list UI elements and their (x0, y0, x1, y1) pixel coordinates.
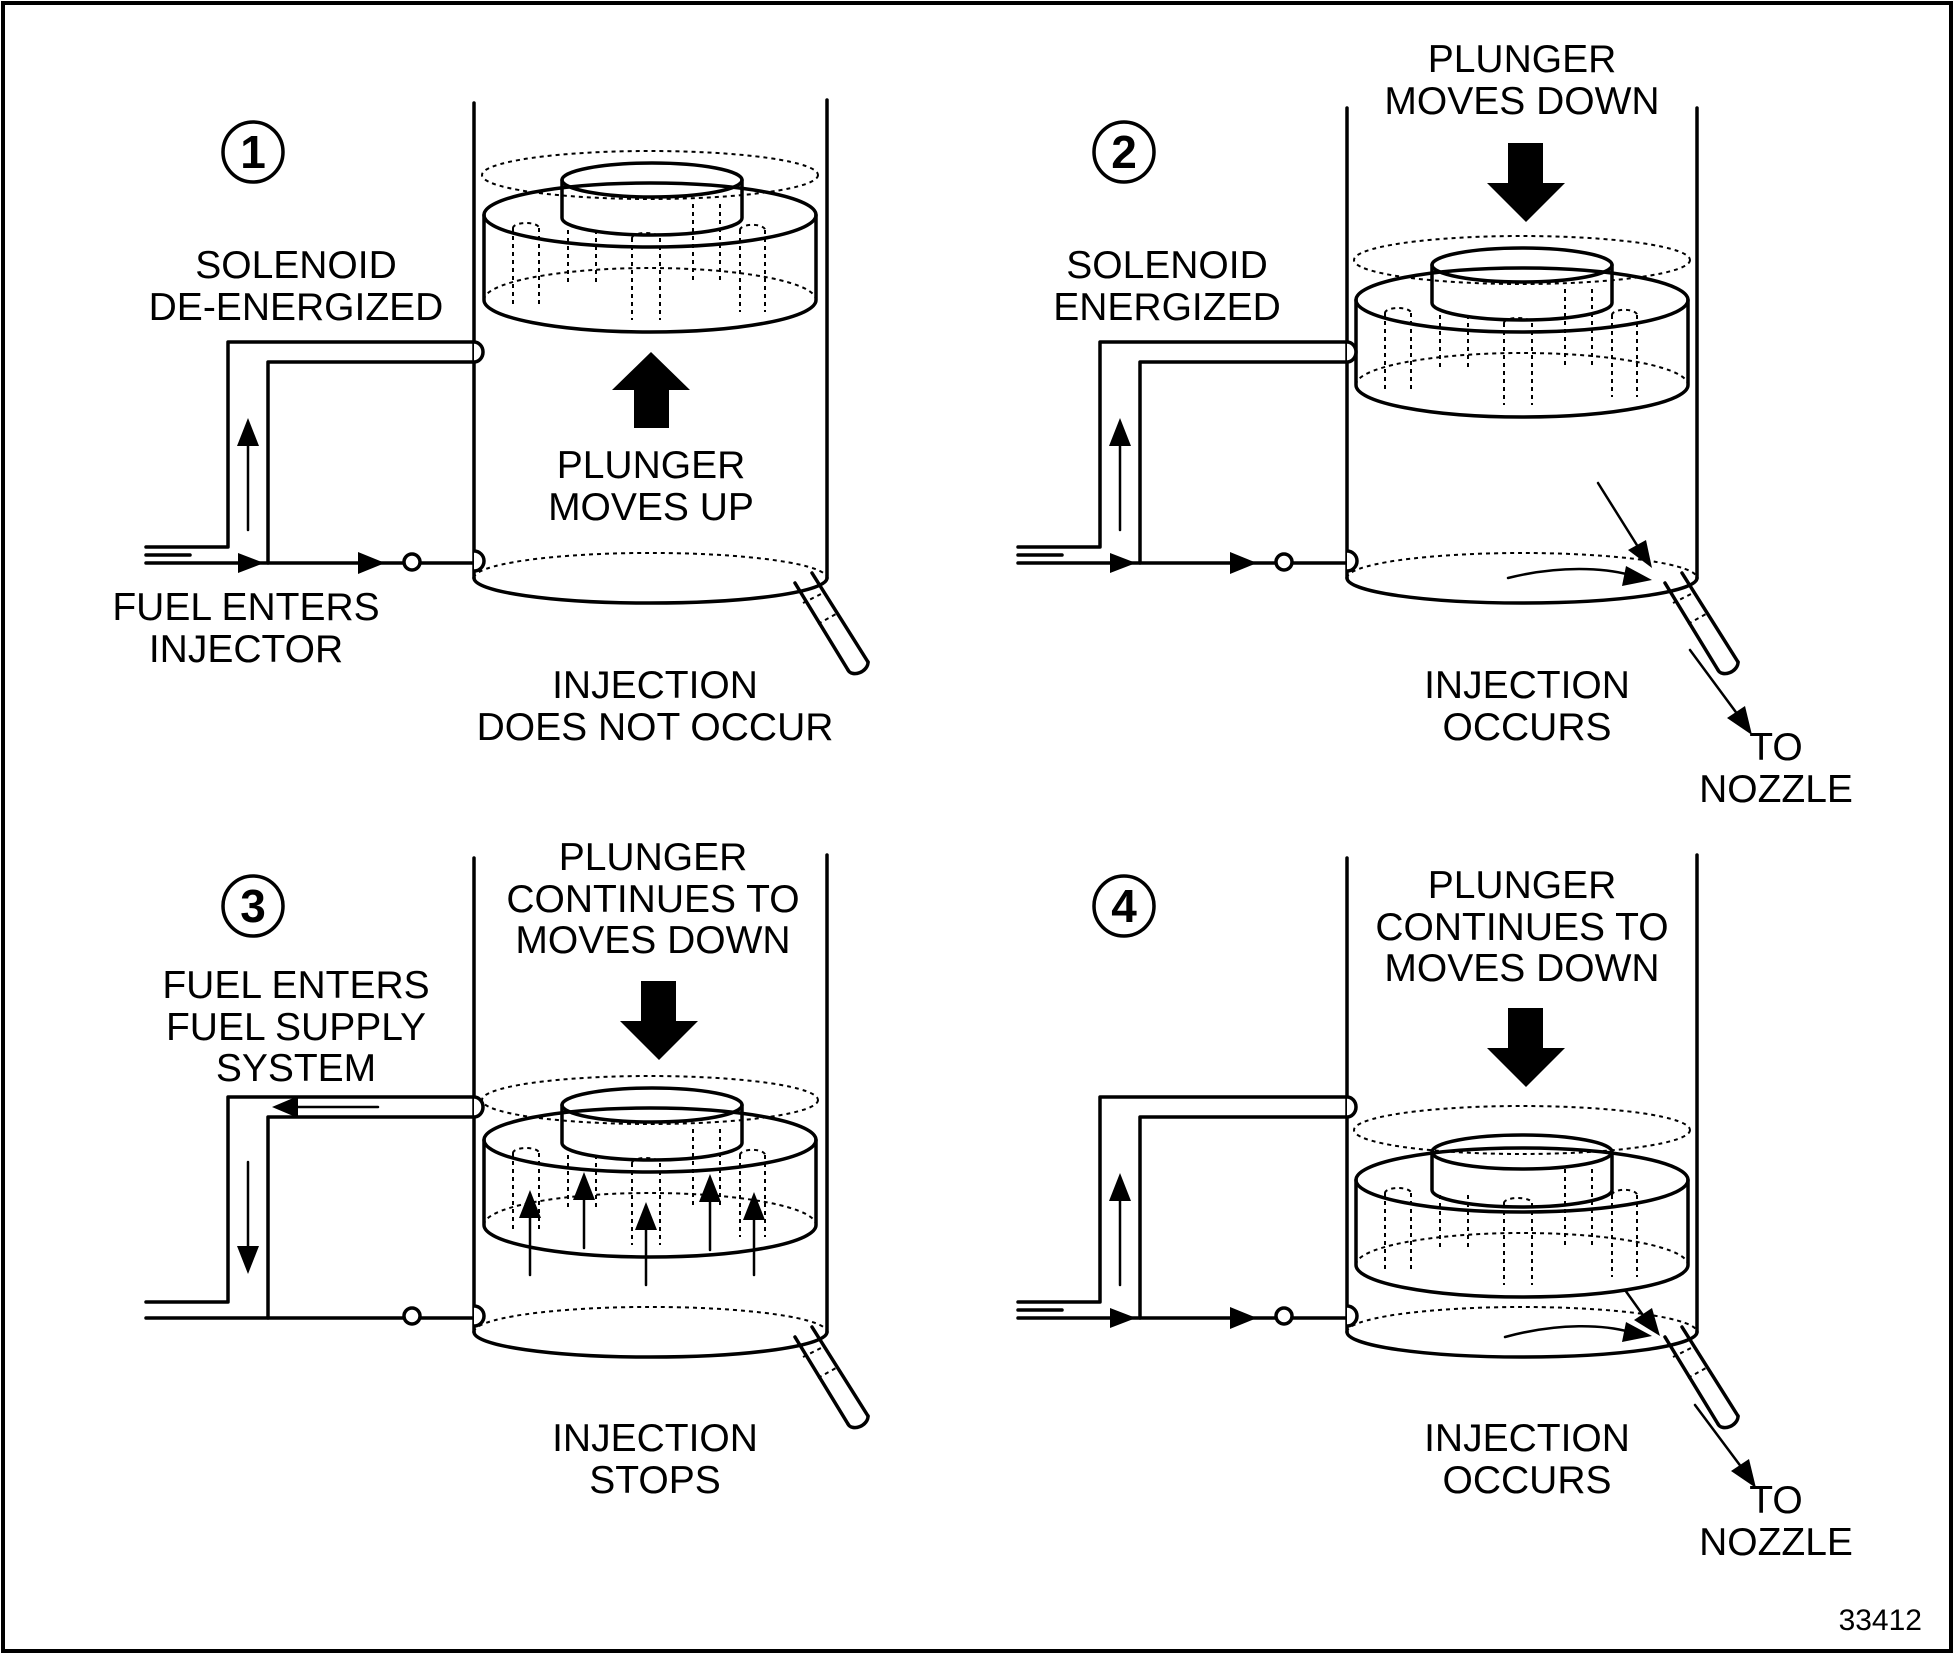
panel-1-fuel-label-line2: INJECTOR (149, 628, 343, 671)
panel-2-solenoid-label-line1: SOLENOID (1066, 244, 1268, 287)
plunger-assembly (1353, 235, 1691, 419)
panel-2-number: 2 (1111, 126, 1137, 178)
chamber-bottom (472, 576, 829, 605)
panel-3-plunger-label-line1: PLUNGER (559, 836, 748, 879)
panel-1-plunger-label-line2: MOVES UP (548, 486, 754, 529)
panel-1-solenoid-label-line1: SOLENOID (195, 244, 397, 287)
panel-2-solenoid-label-line2: ENERGIZED (1053, 286, 1281, 329)
panel-3-number: 3 (240, 880, 266, 932)
panel-4-plunger-label-line3: MOVES DOWN (1384, 947, 1659, 990)
panel-4-injection-continues: 4 PLUNGER CONTINUES TO MOVES DOWN INJECT… (1016, 853, 1853, 1564)
panel-3-injection-stops: 3 PLUNGER CONTINUES TO MOVES DOWN FUEL E… (144, 836, 870, 1502)
nozzle-tube (1663, 1325, 1740, 1430)
panel-2-plunger-label-line1: PLUNGER (1428, 38, 1617, 81)
panel-3-fuel-label-line2: FUEL SUPPLY (166, 1006, 426, 1049)
injection-flow-arrows (1506, 481, 1752, 735)
panel-4-nozzle-label-line1: TO (1749, 1479, 1802, 1522)
injection-flow-arrows (1503, 1288, 1756, 1488)
panel-3-injection-label-line1: INJECTION (552, 1417, 758, 1460)
panel-4-plunger-label-line2: CONTINUES TO (1375, 906, 1668, 949)
panel-1-fuel-label-line1: FUEL ENTERS (112, 586, 379, 629)
panel-1-number-badge: 1 (221, 120, 285, 184)
nozzle-tube (1663, 571, 1740, 676)
panel-2-injection-label-line2: OCCURS (1442, 706, 1611, 749)
nozzle-tube (793, 1325, 870, 1430)
nozzle-tube (793, 571, 870, 676)
panel-4-injection-label-line1: INJECTION (1424, 1417, 1630, 1460)
fuel-passage (144, 1095, 486, 1328)
fuel-passage (144, 340, 486, 574)
panel-1-plunger-label-line1: PLUNGER (557, 444, 746, 487)
panel-3-fuel-label-line1: FUEL ENTERS (162, 964, 429, 1007)
fuel-passage (1016, 340, 1359, 574)
panel-4-nozzle-label-line2: NOZZLE (1699, 1521, 1853, 1564)
plunger-assembly (1353, 1105, 1691, 1299)
panel-4-number: 4 (1111, 880, 1137, 932)
plunger-up-arrow (612, 352, 690, 428)
plunger-down-arrow (620, 981, 698, 1060)
panel-4-plunger-label-line1: PLUNGER (1428, 864, 1617, 907)
panel-2-nozzle-label-line2: NOZZLE (1699, 768, 1853, 811)
panel-2-solenoid-energized: 2 PLUNGER MOVES DOWN SOLENOID ENERGIZED … (1016, 38, 1853, 811)
panel-3-injection-label-line2: STOPS (589, 1459, 721, 1502)
panel-1-injection-label-line1: INJECTION (552, 664, 758, 707)
panel-1-number: 1 (240, 126, 266, 178)
fuel-passage (1016, 1095, 1359, 1329)
panel-4-number-badge: 4 (1092, 874, 1156, 938)
panel-2-nozzle-label-line1: TO (1749, 726, 1802, 769)
plunger-assembly (481, 1075, 819, 1287)
figure-number: 33412 (1839, 1604, 1922, 1637)
plunger-down-arrow (1487, 143, 1565, 222)
panel-2-number-badge: 2 (1092, 120, 1156, 184)
panel-3-number-badge: 3 (221, 874, 285, 938)
panel-1-injection-label-line2: DOES NOT OCCUR (477, 706, 834, 749)
plunger-assembly (481, 150, 819, 334)
panel-2-injection-label-line1: INJECTION (1424, 664, 1630, 707)
plunger-down-arrow (1487, 1008, 1565, 1087)
panel-4-injection-label-line2: OCCURS (1442, 1459, 1611, 1502)
panel-3-plunger-label-line3: MOVES DOWN (515, 919, 790, 962)
panel-1-solenoid-de-energized: 1 SOLENOID DE-ENERGIZED PLUNGER MOVES UP… (112, 98, 870, 749)
panel-2-plunger-label-line2: MOVES DOWN (1384, 80, 1659, 123)
panel-3-plunger-label-line2: CONTINUES TO (506, 878, 799, 921)
panel-3-fuel-label-line3: SYSTEM (216, 1047, 376, 1090)
panel-1-solenoid-label-line2: DE-ENERGIZED (149, 286, 444, 329)
